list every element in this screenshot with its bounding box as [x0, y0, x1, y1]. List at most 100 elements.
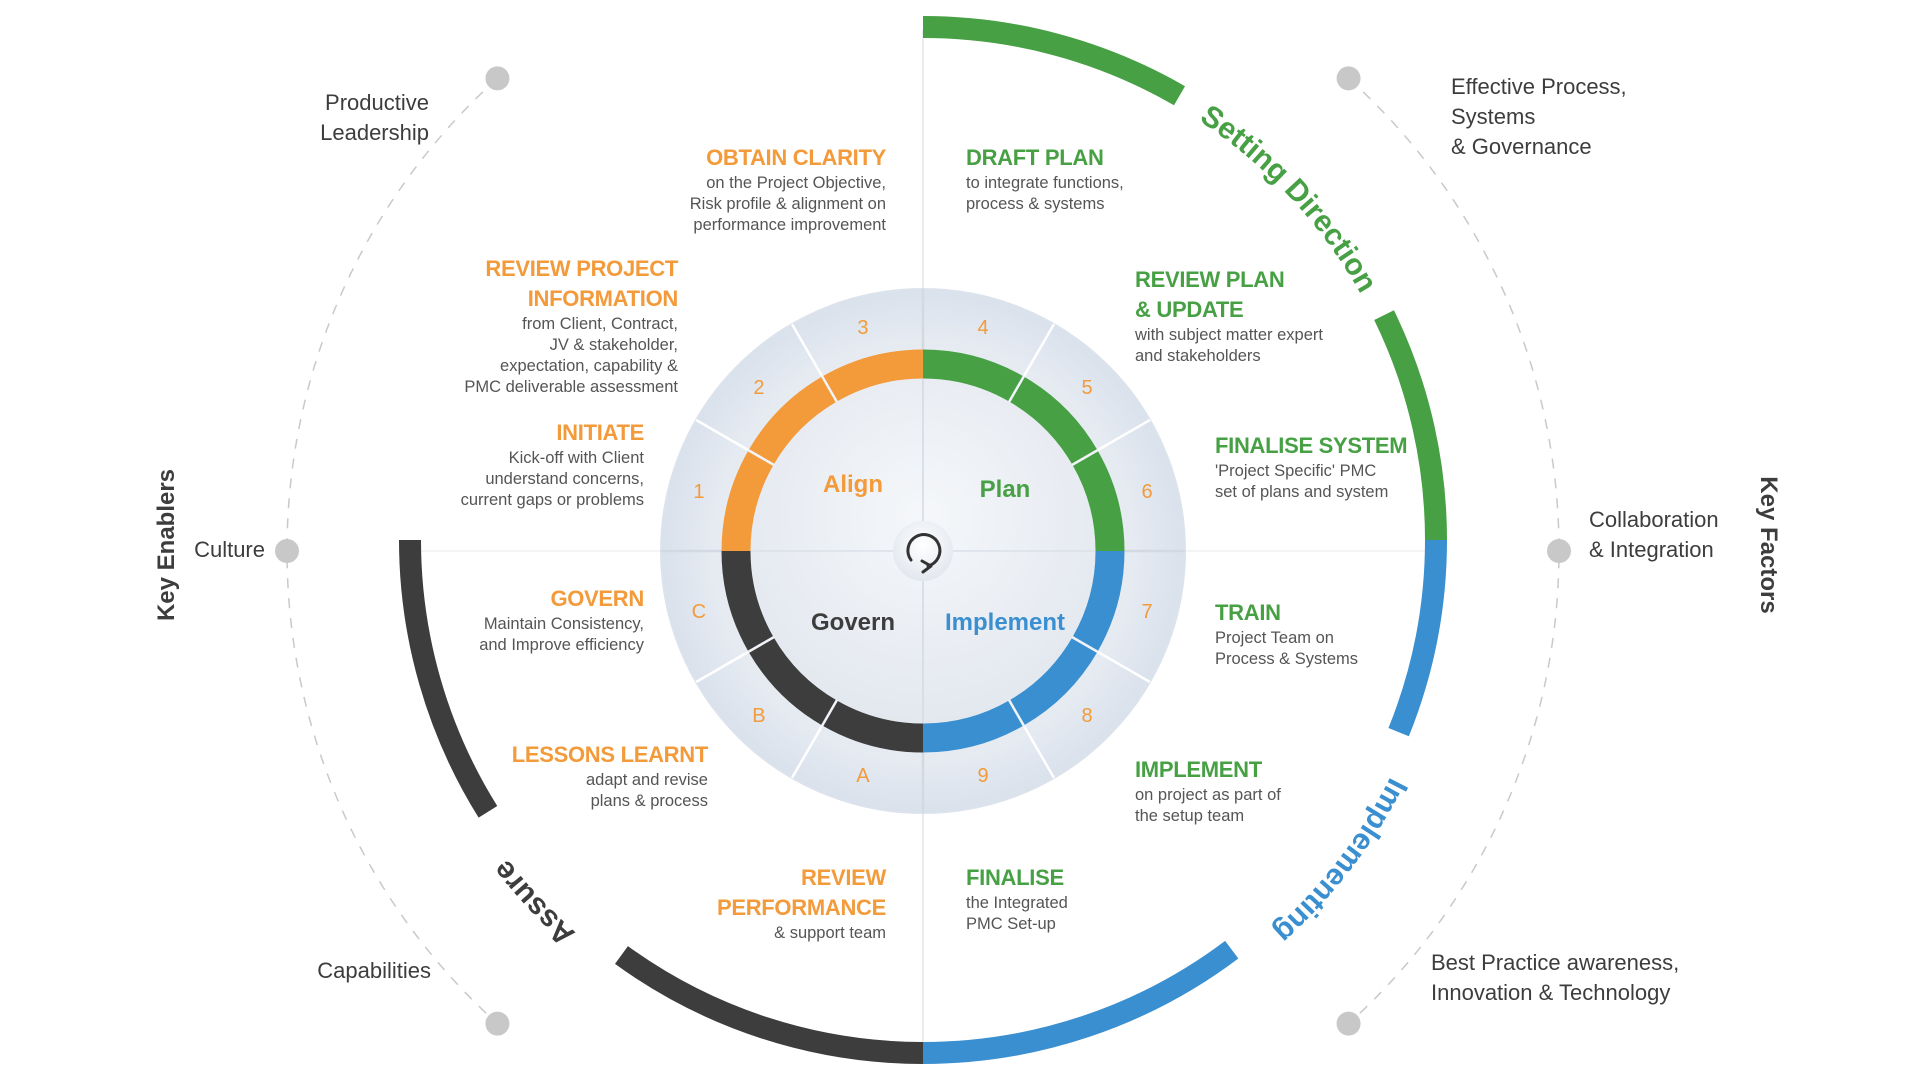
enabler-dot-capabilities	[485, 1011, 510, 1036]
enabler-dot-best-practice	[1336, 1011, 1361, 1036]
quadrant-label-implement: Implement	[945, 609, 1065, 636]
step-desc: on the Project Objective, Risk profile &…	[689, 174, 886, 234]
dial-ring-segment	[748, 376, 838, 466]
segment-label-a: A	[856, 765, 870, 787]
step-title: FINALISE	[966, 865, 1064, 890]
step-review-plan-update: REVIEW PLAN & UPDATE with subject matter…	[1135, 265, 1323, 367]
dial-ring-separator	[820, 698, 839, 727]
enabler-effective-process: Effective Process, Systems & Governance	[1451, 74, 1627, 159]
step-finalise: FINALISE the Integrated PMC Set-up	[966, 863, 1068, 935]
dial-ring-segment	[922, 700, 1024, 753]
dial-ring-segment	[1072, 550, 1125, 652]
dial-ring-segment	[1072, 450, 1125, 552]
dial-ring-segment	[1008, 376, 1098, 466]
step-obtain-clarity: OBTAIN CLARITY on the Project Objective,…	[689, 143, 887, 236]
dashed-arc-right	[1348, 77, 1560, 1025]
dial-ring-segment	[721, 550, 774, 652]
step-desc: the Integrated PMC Set-up	[966, 894, 1068, 933]
enabler-collaboration: Collaboration & Integration	[1589, 507, 1719, 562]
phase-arc-assure-1	[615, 946, 924, 1064]
step-desc: adapt and revise plans & process	[585, 771, 708, 810]
step-title: GOVERN	[550, 586, 644, 611]
dial-ring-separator	[1070, 448, 1099, 467]
segment-label-2: 2	[753, 377, 764, 399]
quadrant-label-plan: Plan	[980, 476, 1031, 503]
enabler-dot-collaboration	[1547, 539, 1571, 563]
phase-arc-setting-direction-1	[922, 16, 1185, 106]
dial-ring-separator	[820, 375, 839, 404]
quadrant-label-govern: Govern	[811, 609, 895, 636]
step-train: TRAIN Project Team on Process & Systems	[1215, 598, 1358, 670]
dial-ring-segment	[822, 700, 924, 753]
step-desc: Kick-off with Client understand concerns…	[460, 449, 644, 509]
dial-ring-separator	[1007, 698, 1026, 727]
segment-label-c: C	[692, 601, 706, 623]
step-title: TRAIN	[1215, 600, 1281, 625]
dial-ring-segment	[721, 450, 774, 552]
step-title: DRAFT PLAN	[966, 145, 1104, 170]
refresh-cycle-icon	[906, 533, 942, 574]
step-title: FINALISE SYSTEM	[1215, 433, 1408, 458]
enabler-dot-culture	[275, 539, 299, 563]
dial-ring-segment	[748, 636, 838, 726]
step-title: LESSONS LEARNT	[511, 742, 709, 767]
step-desc: Maintain Consistency, and Improve effici…	[479, 615, 644, 654]
step-desc: 'Project Specific' PMC set of plans and …	[1215, 462, 1389, 501]
segment-label-b: B	[752, 705, 765, 727]
dashed-arc-left	[286, 77, 498, 1025]
step-implement: IMPLEMENT on project as part of the setu…	[1135, 755, 1281, 827]
step-govern: GOVERN Maintain Consistency, and Improve…	[479, 584, 644, 656]
step-desc: on project as part of the setup team	[1135, 786, 1281, 825]
enabler-productive-leadership: Productive Leadership	[320, 90, 429, 145]
enabler-capabilities: Capabilities	[317, 958, 431, 983]
step-title: REVIEW PERFORMANCE	[716, 865, 886, 920]
quadrant-label-align: Align	[823, 471, 883, 498]
step-desc: with subject matter expert and stakehold…	[1135, 326, 1323, 365]
key-enablers-title: Key Enablers	[153, 468, 180, 622]
segment-label-4: 4	[977, 317, 988, 339]
dial-ring-segment	[922, 349, 1024, 402]
phase-label-implementing: Implementing	[1268, 773, 1414, 949]
step-initiate: INITIATE Kick-off with Client understand…	[460, 418, 645, 511]
segment-label-1: 1	[693, 481, 704, 503]
phase-arc-implementing-1	[1388, 539, 1447, 737]
enabler-dot-effective-process	[1336, 66, 1361, 91]
step-desc: & support team	[774, 924, 886, 942]
enabler-dashed-circle	[286, 77, 1560, 1025]
phase-arc-implementing-2	[922, 940, 1239, 1064]
dial-ring-segment	[1008, 636, 1098, 726]
phase-label-assure: Assure	[486, 854, 580, 952]
segment-label-8: 8	[1081, 705, 1092, 727]
step-title: IMPLEMENT	[1135, 757, 1262, 782]
segment-label-5: 5	[1081, 377, 1092, 399]
step-title: INITIATE	[556, 420, 644, 445]
step-title: REVIEW PROJECT INFORMATION	[485, 256, 678, 311]
enabler-best-practice: Best Practice awareness, Innovation & Te…	[1431, 950, 1680, 1005]
enabler-culture: Culture	[194, 537, 265, 562]
dial-ring-segment	[822, 349, 924, 402]
dial-ring-separator	[747, 635, 776, 654]
step-lessons-learnt: LESSONS LEARNT adapt and revise plans & …	[511, 740, 709, 812]
key-factors-title: Key Factors	[1755, 476, 1782, 614]
dial-ring-separator	[1007, 375, 1026, 404]
phase-arc-setting-direction-2	[1374, 310, 1447, 545]
step-title: OBTAIN CLARITY	[706, 145, 886, 170]
dial-ring-separator	[1070, 635, 1099, 654]
step-title: REVIEW PLAN & UPDATE	[1135, 267, 1285, 322]
step-desc: to integrate functions, process & system…	[966, 174, 1124, 213]
segment-label-7: 7	[1142, 601, 1153, 623]
segment-label-6: 6	[1142, 481, 1153, 503]
step-draft-plan: DRAFT PLAN to integrate functions, proce…	[966, 143, 1124, 215]
segment-label-3: 3	[857, 317, 868, 339]
step-finalise-system: FINALISE SYSTEM 'Project Specific' PMC s…	[1215, 431, 1408, 503]
dial-ring-separator	[747, 448, 776, 467]
segment-label-9: 9	[977, 765, 988, 787]
phase-arc-assure-2	[399, 539, 498, 818]
enabler-dot-productive-leadership	[485, 66, 510, 91]
center-hub[interactable]	[893, 521, 953, 581]
step-desc: from Client, Contract, JV & stakeholder,…	[464, 315, 678, 396]
step-review-project-information: REVIEW PROJECT INFORMATION from Client, …	[464, 254, 678, 398]
step-desc: Project Team on Process & Systems	[1215, 629, 1359, 668]
step-review-performance: REVIEW PERFORMANCE & support team	[717, 863, 886, 944]
